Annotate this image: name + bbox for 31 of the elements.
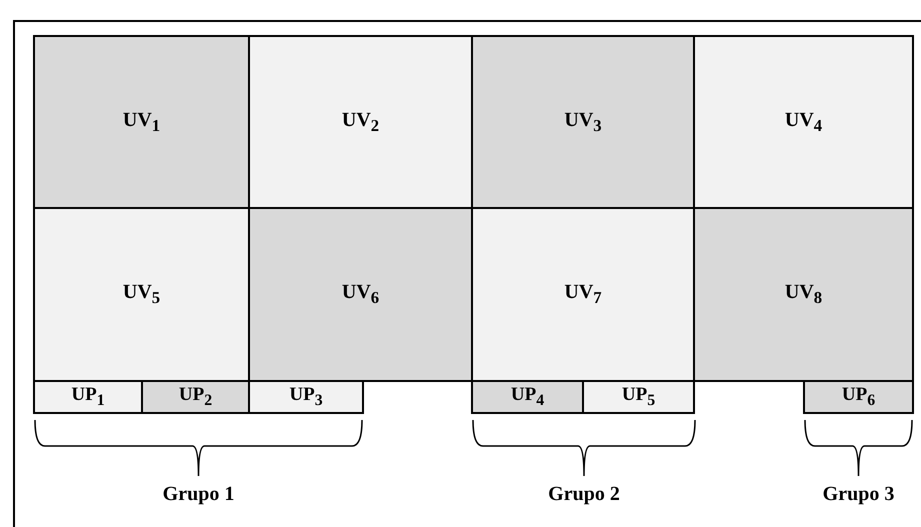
cell-label: UP$_{2}$ bbox=[178, 384, 212, 410]
cell-label: UV$_{7}$ bbox=[564, 281, 602, 308]
cell-label: UV$_{3}$ bbox=[564, 108, 602, 136]
sub-unit-cell bbox=[248, 380, 364, 414]
cell-label: UV$_{1}$ bbox=[122, 108, 160, 136]
group-label: Grupo 1 bbox=[162, 483, 234, 506]
cell-label: UV$_{4}$ bbox=[784, 108, 822, 136]
sub-unit-cell bbox=[33, 380, 143, 414]
unit-cell bbox=[471, 35, 695, 209]
cell-label: UP$_{3}$ bbox=[289, 384, 323, 410]
cell-label: UV$_{5}$ bbox=[122, 281, 160, 308]
sub-unit-cell bbox=[582, 380, 695, 414]
cell-label: UV$_{6}$ bbox=[342, 281, 380, 308]
unit-cell bbox=[248, 35, 473, 209]
unit-cell bbox=[471, 207, 695, 382]
cell-label: UV$_{8}$ bbox=[784, 281, 822, 308]
sub-unit-cell bbox=[471, 380, 584, 414]
sub-unit-cell bbox=[141, 380, 250, 414]
cell-label: UP$_{6}$ bbox=[842, 384, 876, 410]
unit-cell bbox=[693, 35, 914, 209]
unit-cell bbox=[33, 207, 250, 382]
cell-label: UV$_{2}$ bbox=[342, 108, 380, 136]
sub-unit-cell bbox=[803, 380, 914, 414]
group-label: Grupo 3 bbox=[822, 483, 894, 506]
group-label: Grupo 2 bbox=[548, 483, 620, 506]
unit-cell bbox=[693, 207, 914, 382]
cell-label: UP$_{1}$ bbox=[71, 384, 105, 410]
cell-label: UP$_{5}$ bbox=[622, 384, 656, 410]
cell-label: UP$_{4}$ bbox=[510, 384, 544, 410]
unit-cell bbox=[33, 35, 250, 209]
unit-cell bbox=[248, 207, 473, 382]
